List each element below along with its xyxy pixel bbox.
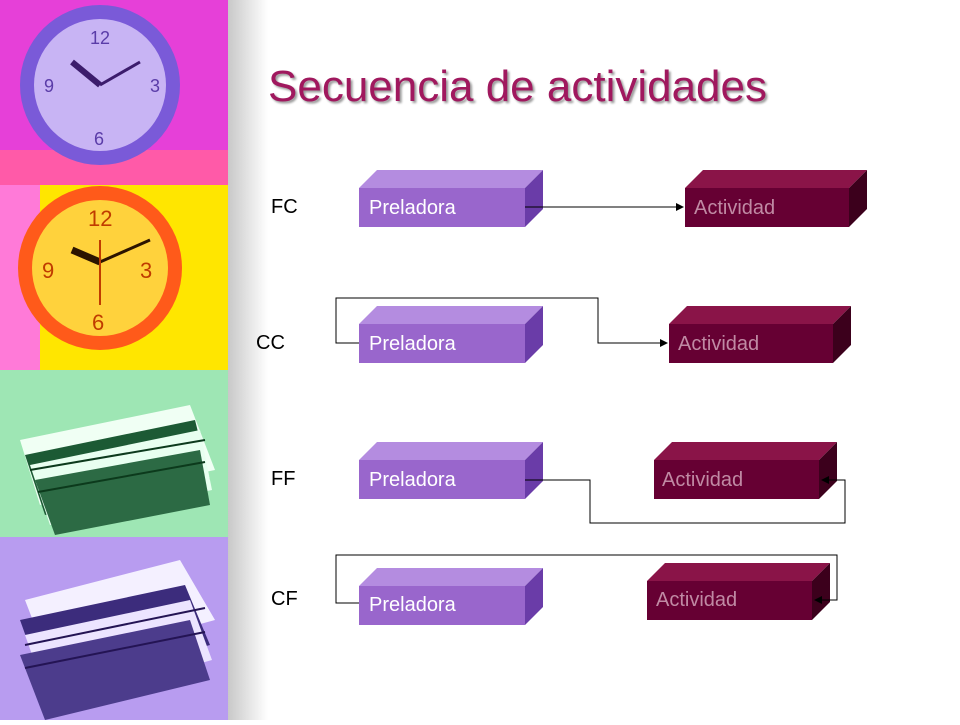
lavender-papers-image bbox=[0, 537, 228, 720]
link-cf bbox=[335, 554, 838, 604]
predecessor-box-cc: Preladora bbox=[359, 306, 543, 363]
svg-text:6: 6 bbox=[94, 129, 104, 149]
svg-text:12: 12 bbox=[90, 28, 110, 48]
green-papers-image bbox=[0, 370, 228, 537]
svg-text:9: 9 bbox=[44, 76, 54, 96]
predecessor-box-ff: Preladora bbox=[359, 442, 543, 499]
purple-clock-image: 12 3 6 9 bbox=[0, 0, 228, 185]
link-ff bbox=[525, 476, 846, 524]
predecessor-label-cf: Preladora bbox=[369, 594, 457, 616]
predecessor-label-ff: Preladora bbox=[369, 469, 457, 491]
page-title: Secuencia de actividades bbox=[268, 62, 767, 111]
activity-label-fc: Actividad bbox=[694, 197, 775, 219]
activity-box-fc: Actividad bbox=[685, 170, 867, 227]
svg-text:3: 3 bbox=[140, 258, 152, 283]
activity-box-cc: Actividad bbox=[669, 306, 851, 363]
relation-label-fc: FC bbox=[271, 196, 298, 218]
predecessor-box-cf: Preladora bbox=[359, 568, 543, 625]
predecessor-label-fc: Preladora bbox=[369, 197, 457, 219]
activity-label-cf: Actividad bbox=[656, 589, 737, 611]
link-cc bbox=[335, 297, 668, 347]
svg-text:12: 12 bbox=[88, 206, 112, 231]
activity-box-ff: Actividad bbox=[654, 442, 837, 499]
svg-text:9: 9 bbox=[42, 258, 54, 283]
predecessor-box-fc: Preladora bbox=[359, 170, 543, 227]
svg-text:3: 3 bbox=[150, 76, 160, 96]
relation-label-ff: FF bbox=[271, 468, 296, 490]
yellow-clock-image: 12 3 6 9 bbox=[0, 185, 228, 370]
activity-label-cc: Actividad bbox=[678, 333, 759, 355]
activity-label-ff: Actividad bbox=[662, 469, 743, 491]
relation-label-cc: CC bbox=[256, 332, 285, 354]
relation-label-cf: CF bbox=[271, 588, 298, 610]
panel-shadow-gradient bbox=[228, 0, 268, 720]
activity-box-cf: Actividad bbox=[647, 563, 830, 620]
svg-text:6: 6 bbox=[92, 310, 104, 335]
predecessor-label-cc: Preladora bbox=[369, 333, 457, 355]
decorative-image-strip: 12 3 6 9 12 3 6 9 bbox=[0, 0, 228, 720]
